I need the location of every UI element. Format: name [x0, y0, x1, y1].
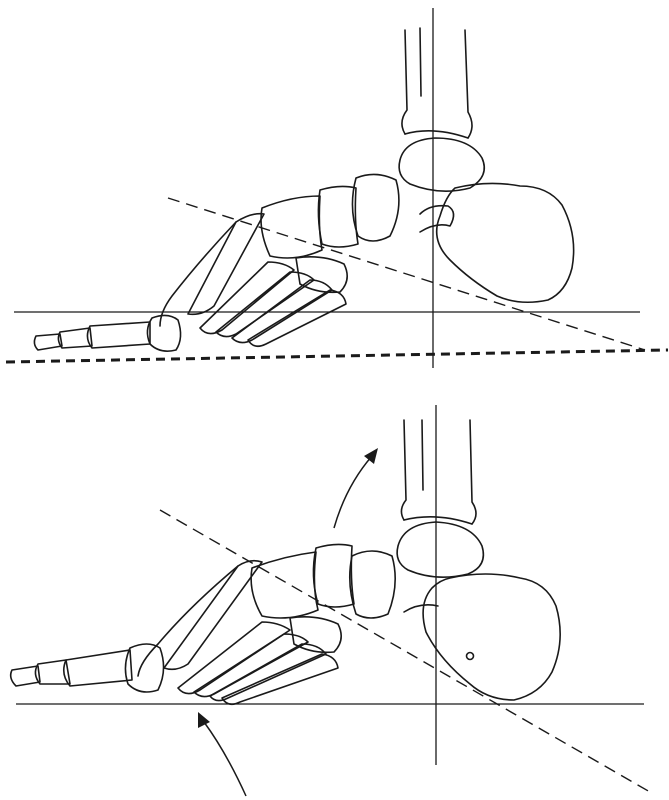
- bottom-fibula-line: [422, 420, 423, 490]
- top-cuneiform-2: [261, 196, 322, 258]
- bottom-proximal-phalanx: [64, 650, 132, 686]
- bottom-upper-arrowhead: [364, 448, 378, 464]
- bottom-calcaneus-mark: [467, 653, 474, 660]
- bottom-foot-skeleton: [11, 420, 561, 704]
- top-panel: [6, 8, 668, 368]
- bottom-lower-arrowhead: [198, 712, 210, 728]
- top-navicular: [352, 174, 398, 241]
- top-fibula-line: [420, 28, 421, 96]
- top-calcaneus: [437, 183, 574, 302]
- bottom-tibia-shaft: [401, 420, 476, 524]
- bottom-dorsal-outline: [138, 566, 238, 676]
- top-dorsal-outline: [160, 222, 236, 326]
- top-talus: [399, 138, 484, 191]
- bottom-lower-curved-arrow: [204, 722, 246, 796]
- bottom-metatarsal-1: [164, 561, 262, 670]
- bottom-panel: [11, 405, 650, 796]
- top-foot-skeleton: [34, 28, 573, 351]
- bottom-upper-curved-arrow: [334, 456, 372, 528]
- top-heavy-dashed-floor-line: [6, 350, 668, 362]
- top-proximal-phalanx-head: [147, 315, 180, 351]
- bottom-navicular: [350, 551, 395, 618]
- bottom-calcaneus: [423, 574, 560, 700]
- bottom-talus: [397, 522, 483, 577]
- bottom-cuneiform-1: [313, 544, 354, 607]
- top-proximal-phalanx: [87, 322, 150, 348]
- top-metatarsal-1: [188, 214, 264, 315]
- top-tibia-base: [405, 131, 468, 138]
- top-tibia-shaft: [402, 30, 472, 138]
- top-metatarsal-4: [232, 280, 332, 343]
- top-metatarsal-5: [248, 290, 346, 346]
- bottom-dashed-axis-line: [160, 510, 650, 792]
- bottom-sustentaculum: [404, 605, 438, 612]
